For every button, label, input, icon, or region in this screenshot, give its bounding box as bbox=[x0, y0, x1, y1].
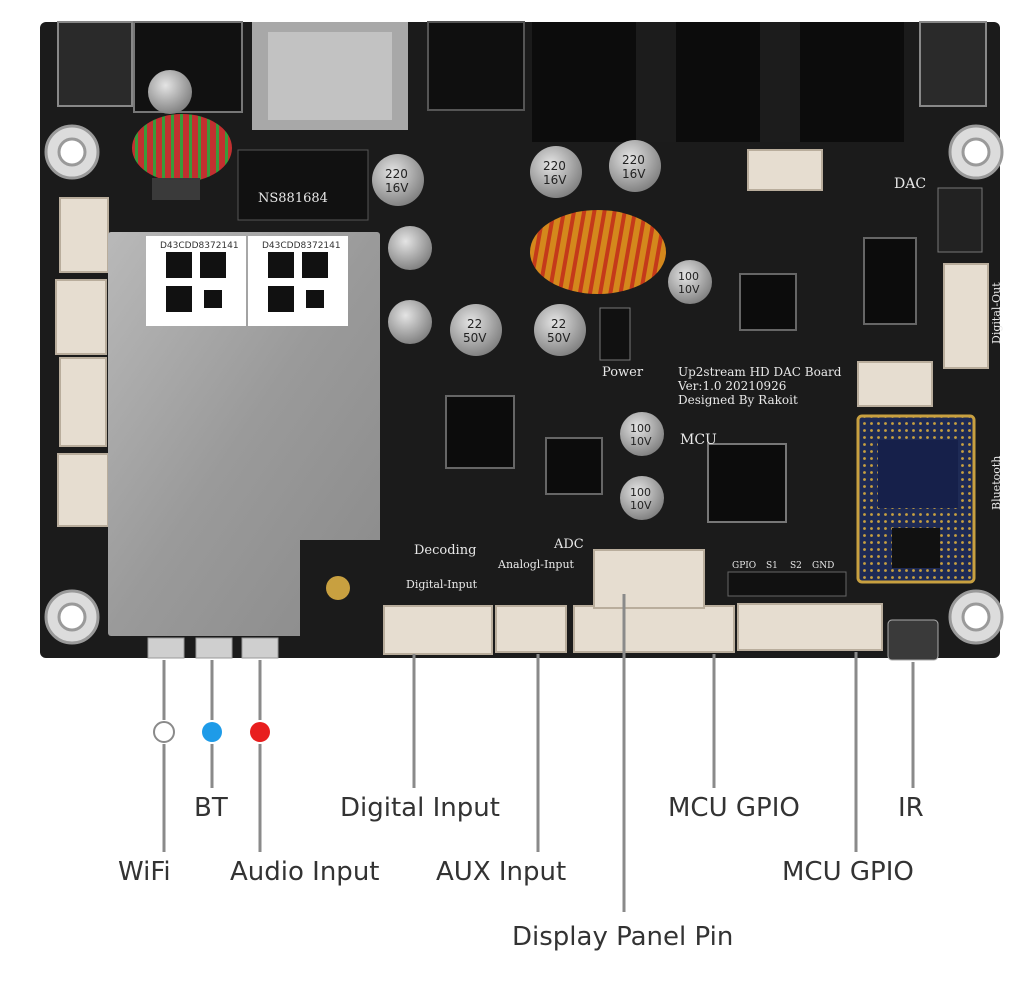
cap-label: 22 bbox=[467, 317, 482, 331]
label-aux-input: AUX Input bbox=[436, 857, 567, 887]
cap-label: 10V bbox=[630, 499, 652, 512]
cap-label: 16V bbox=[385, 181, 409, 195]
transformer-text: NS881684 bbox=[258, 191, 328, 206]
label-mcu-gpio-2: MCU GPIO bbox=[782, 857, 914, 887]
cap-label: 220 bbox=[385, 167, 408, 181]
label-audio-input: Audio Input bbox=[230, 857, 380, 887]
ir-receiver bbox=[887, 619, 939, 661]
cap-label: 50V bbox=[547, 331, 571, 345]
label-bt: BT bbox=[194, 793, 228, 823]
capacitor-top-left bbox=[148, 70, 192, 114]
silk-digital-input: Digital-Input bbox=[406, 578, 478, 591]
silk-s1: S1 bbox=[766, 561, 778, 571]
cap-label: 16V bbox=[543, 173, 567, 187]
silk-s2: S2 bbox=[790, 561, 802, 571]
left-jst-connectors bbox=[55, 197, 109, 527]
mounting-holes bbox=[44, 124, 1004, 645]
electrolytic-capacitors: 220 16V 220 16V 220 16V 22 50V 22 50V 10… bbox=[372, 140, 712, 520]
cap-label: 10V bbox=[630, 435, 652, 448]
board-title-line2: Ver:1.0 20210926 bbox=[677, 379, 786, 393]
top-right-connector bbox=[857, 361, 933, 407]
cap-label: 16V bbox=[622, 167, 646, 181]
silk-power: Power bbox=[602, 365, 644, 380]
digital-out-connector bbox=[943, 263, 989, 369]
silk-mcu: MCU bbox=[680, 432, 717, 448]
cap-label: 220 bbox=[622, 153, 645, 167]
cap-label: 220 bbox=[543, 159, 566, 173]
gpio-header bbox=[727, 571, 847, 597]
bluetooth-module bbox=[856, 414, 976, 584]
led-windows bbox=[147, 637, 279, 659]
label-digital-input: Digital Input bbox=[340, 793, 500, 823]
led-wifi-indicator bbox=[153, 721, 175, 743]
top-connectors bbox=[57, 21, 987, 142]
silk-dac: DAC bbox=[894, 176, 926, 192]
silk-adc: ADC bbox=[553, 537, 584, 552]
silk-decoding: Decoding bbox=[414, 543, 476, 558]
digital-out-header bbox=[937, 187, 983, 253]
board-title-line1: Up2stream HD DAC Board bbox=[678, 365, 842, 379]
label-ir: IR bbox=[898, 793, 924, 823]
silk-digital-out: Digital-Out bbox=[990, 282, 1003, 344]
board-title-line3: Designed By Rakoit bbox=[678, 393, 798, 407]
cap-label: 22 bbox=[551, 317, 566, 331]
led-bt-indicator bbox=[202, 722, 222, 742]
cap-label: 100 bbox=[678, 270, 699, 283]
power-inductor-coil bbox=[530, 210, 666, 294]
antenna-pad bbox=[326, 576, 350, 600]
label-mcu-gpio-1: MCU GPIO bbox=[668, 793, 800, 823]
cap-label: 50V bbox=[463, 331, 487, 345]
silk-analog-input: Analogl-Input bbox=[497, 558, 575, 571]
cap-label: 10V bbox=[678, 283, 700, 296]
leader-lines bbox=[162, 594, 915, 912]
choke-coil-left bbox=[132, 114, 232, 182]
label-display-panel-pin: Display Panel Pin bbox=[512, 922, 734, 952]
dac-connector bbox=[747, 149, 823, 191]
led-audio-indicator bbox=[250, 722, 270, 742]
module-serial: D43CDD8372141 bbox=[262, 241, 341, 251]
silk-gpio: GPIO bbox=[732, 561, 756, 571]
bottom-connectors bbox=[383, 549, 883, 655]
cap-label: 100 bbox=[630, 422, 651, 435]
wifi-module: D43CDD8372141 D43CDD8372141 bbox=[108, 232, 380, 636]
module-serial: D43CDD8372141 bbox=[160, 241, 239, 251]
silk-gnd: GND bbox=[812, 561, 834, 571]
label-wifi: WiFi bbox=[118, 857, 171, 887]
network-transformer bbox=[237, 149, 369, 221]
silk-bluetooth: Bluetooth bbox=[990, 456, 1003, 510]
cap-label: 100 bbox=[630, 486, 651, 499]
ics bbox=[445, 237, 917, 523]
